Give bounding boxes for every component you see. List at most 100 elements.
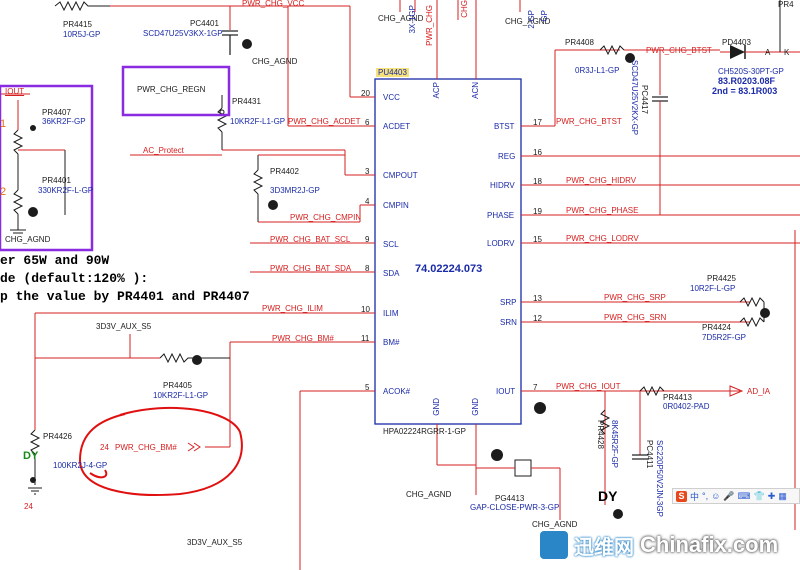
highlight-box-left [0, 84, 94, 252]
pin-acp: ACP [432, 82, 441, 99]
pin-cmpin: CMPIN [383, 201, 409, 210]
pin-num: 6 [365, 118, 370, 127]
net-phase: PWR_CHG_PHASE [566, 206, 639, 215]
diode-pin-k: K [784, 48, 790, 57]
ime-emoji-icon[interactable]: ☺ [711, 491, 721, 501]
part-pr4408: PR4408 [565, 38, 594, 47]
part-pr4402-val: 3D3MR2J-GP [270, 186, 320, 195]
watermark: 迅维网 Chinafix.com [540, 528, 778, 562]
net-agnd: CHG_AGND [252, 57, 298, 66]
pin-gnd: GND [471, 398, 480, 416]
net-agnd: CHG_AGND [5, 235, 51, 244]
pin-num: 10 [361, 305, 370, 314]
net-aux: 3D3V_AUX_S5 [187, 538, 243, 547]
net-vcc: PWR_CHG_VCC [242, 0, 305, 8]
part-pc4411: PC4411 [645, 440, 654, 469]
pin-iout: IOUT [496, 387, 516, 396]
net-aux: 3D3V_AUX_S5 [96, 322, 152, 331]
pin-cmpout: CMPOUT [383, 171, 418, 180]
note-line-2: de (default:120% ): [0, 271, 149, 286]
part-pr4426: PR4426 [43, 432, 72, 441]
ime-keyboard-icon[interactable]: ⌨ [737, 490, 751, 501]
net-agnd: CHG_AGND [532, 520, 578, 529]
watermark-en: Chinafix.com [640, 532, 779, 557]
part-pr4405: PR4405 [163, 381, 192, 390]
highlight-box-regn [121, 65, 231, 117]
part-pd4403-code2: 2nd = 83.1R003 [712, 86, 778, 96]
stamps [28, 39, 770, 519]
net-lodrv: PWR_CHG_LODRV [566, 234, 639, 243]
net-hidrv: PWR_CHG_HIDRV [566, 176, 637, 185]
pr4402 [252, 155, 264, 222]
net-btst: PWR_CHG_BTST [556, 117, 622, 126]
ic-part: HPA02224RGRR-1-GP [383, 427, 466, 436]
ic-body [374, 78, 522, 425]
net-acdet: PWR_CHG_ACDET [288, 117, 361, 126]
pin-num: 17 [533, 118, 542, 127]
pin-num: 20 [361, 89, 370, 98]
net-scl: PWR_CHG_BAT_SCL [270, 235, 351, 244]
pin-num: 8 [365, 264, 370, 273]
misc-label-1: 1 [0, 118, 7, 130]
part-pd4403-code: 83.R0203.08F [718, 76, 776, 86]
pin-num: 19 [533, 207, 542, 216]
net-agnd: CHG_AGND [378, 14, 424, 23]
pin-num: 16 [533, 148, 542, 157]
vcc-net [110, 5, 351, 127]
pin-num: 13 [533, 294, 542, 303]
dy-label-black: DY [598, 488, 618, 504]
pin-num: 3 [365, 167, 370, 176]
part-pr4401: PR4401 [42, 176, 71, 185]
left-pin-stubs [345, 96, 375, 392]
pin-srn: SRN [500, 318, 517, 327]
red-annotation-circle [78, 406, 243, 496]
pin-reg: REG [498, 152, 516, 161]
note-line-1: er 65W and 90W [0, 253, 110, 268]
pin-num: 7 [533, 383, 538, 392]
note-line-3: p the value by PR4401 and PR4407 [0, 289, 250, 304]
pin-num: 15 [533, 235, 542, 244]
pin-lodrv: LODRV [487, 239, 515, 248]
part-pr4415-val: 10R5J-GP [63, 30, 101, 39]
net-bm: PWR_CHG_BM# [272, 334, 334, 343]
ime-logo-icon[interactable]: S [676, 490, 687, 502]
net-srn: PWR_CHG_SRN [604, 313, 667, 322]
part-pc4401: PC4401 [190, 19, 219, 28]
pr4426 [28, 429, 42, 495]
part-pr4413-val: 0R0402-PAD [663, 402, 710, 411]
net-srp: PWR_CHG_SRP [604, 293, 666, 302]
ime-punct-button[interactable]: °, [702, 491, 709, 501]
corner-frag: PR4 [778, 0, 794, 9]
ime-mic-icon[interactable]: 🎤 [723, 490, 735, 501]
pin-acn: ACN [471, 82, 480, 99]
net-ac-protect: AC_Protect [143, 146, 184, 155]
pin-hidrv: HIDRV [490, 181, 515, 190]
pin-num: 12 [533, 314, 542, 323]
pr4431 [216, 95, 228, 150]
top-frag: 3X-1GP [408, 5, 417, 34]
top-frag2: 2-GP [527, 10, 536, 29]
net-num-24: 24 [24, 502, 33, 511]
ime-skin-icon[interactable]: 👕 [753, 490, 765, 501]
net-btst-2: PWR_CHG_BTST [646, 46, 712, 55]
pin-acdet: ACDET [383, 122, 411, 131]
ime-lang-button[interactable]: 中 [690, 491, 700, 502]
part-pr4431: PR4431 [232, 97, 261, 106]
pin-scl: SCL [383, 240, 399, 249]
part-pg4413-val: GAP-CLOSE-PWR-3-GP [470, 503, 560, 512]
part-pg4413: PG4413 [495, 494, 525, 503]
ic-code: 74.02224.073 [415, 263, 483, 275]
ime-tools-icon[interactable]: ✚ [767, 490, 776, 501]
part-pr4424: PR4424 [702, 323, 731, 332]
part-pc4417: PC4417 [640, 85, 649, 114]
part-pr4415: PR4415 [63, 20, 92, 29]
pin-phase: PHASE [487, 211, 515, 220]
part-pr4405-val: 10KR2F-L1-GP [153, 391, 209, 400]
pin-srp: SRP [500, 298, 517, 307]
ime-toolbar[interactable]: S 中 °, ☺ 🎤 ⌨ 👕 ✚ ▦ [672, 488, 800, 504]
net-cmpin: PWR_CHG_CMPIN [290, 213, 362, 222]
part-pr4407: PR4407 [42, 108, 71, 117]
ime-grid-icon[interactable]: ▦ [778, 490, 787, 501]
pin-bm: BM# [383, 338, 400, 347]
